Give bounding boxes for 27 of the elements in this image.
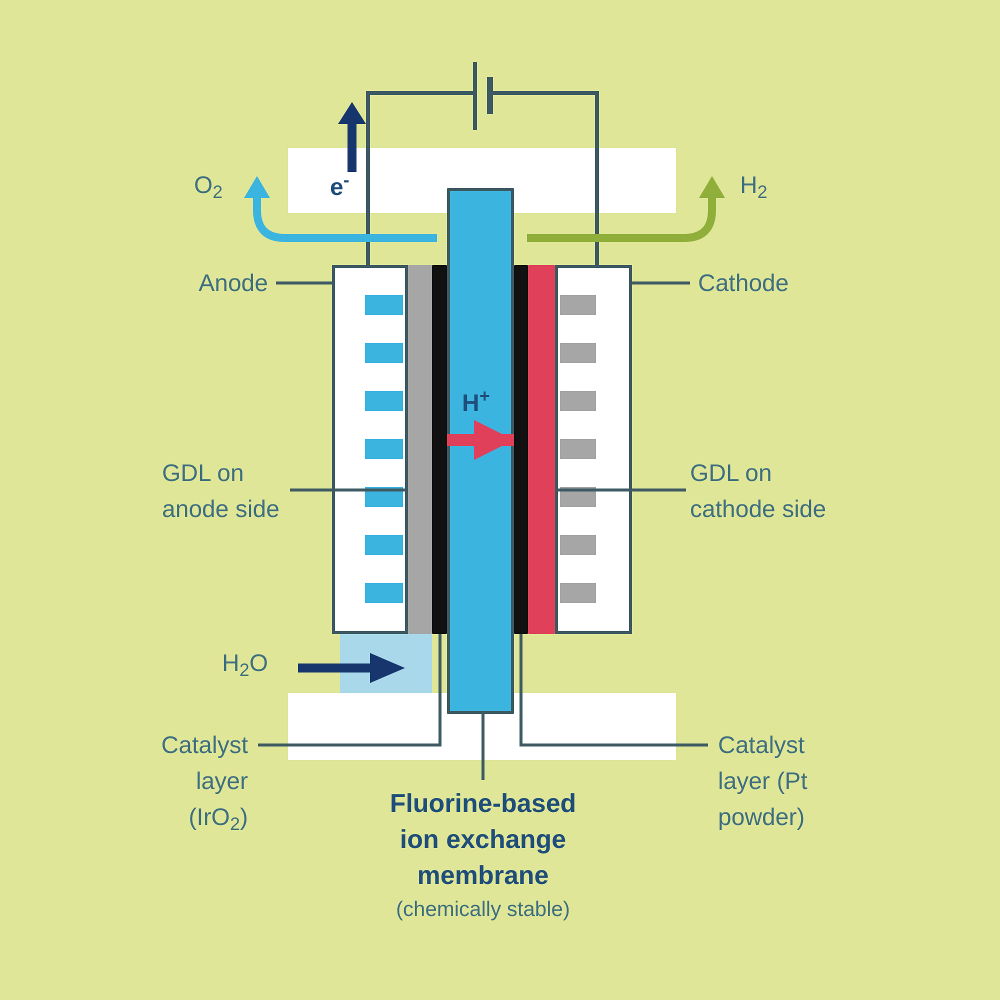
catalyst-layer [514,265,528,634]
callout-label: GDL on anode side [162,456,302,528]
edge-label: H$^{+}$ [462,386,490,419]
leader-line [632,282,690,284]
arrow [447,420,514,460]
callout-label: Catalyst layer (Pt powder) [718,728,853,836]
membrane [447,188,514,714]
leader-line [258,634,442,746]
callout-note: (chemically stable) [395,897,571,923]
electron-label: e$^{-}$ [330,170,350,203]
gas-diffusion-layer [528,265,555,634]
gas-label: H$_{2}$ [740,171,768,204]
callout-label: Cathode [698,266,838,302]
catalyst-layer [432,265,447,634]
water-label: H$_{2}$O [222,649,268,682]
callout-label: Catalyst layer (IrO$_{2}$) [130,728,248,836]
gas-label: O$_{2}$ [194,171,223,204]
leader-line [482,714,484,782]
leader-line [290,488,408,492]
callout-label: Anode [150,266,268,302]
callout-heading: Fluorine-based ion exchange membrane [388,787,578,892]
leader-line [276,282,332,284]
gas-diffusion-layer [408,265,432,634]
end-plate [288,148,676,213]
leader-line [555,488,686,492]
callout-label: GDL on cathode side [690,456,840,528]
leader-line [520,634,708,746]
